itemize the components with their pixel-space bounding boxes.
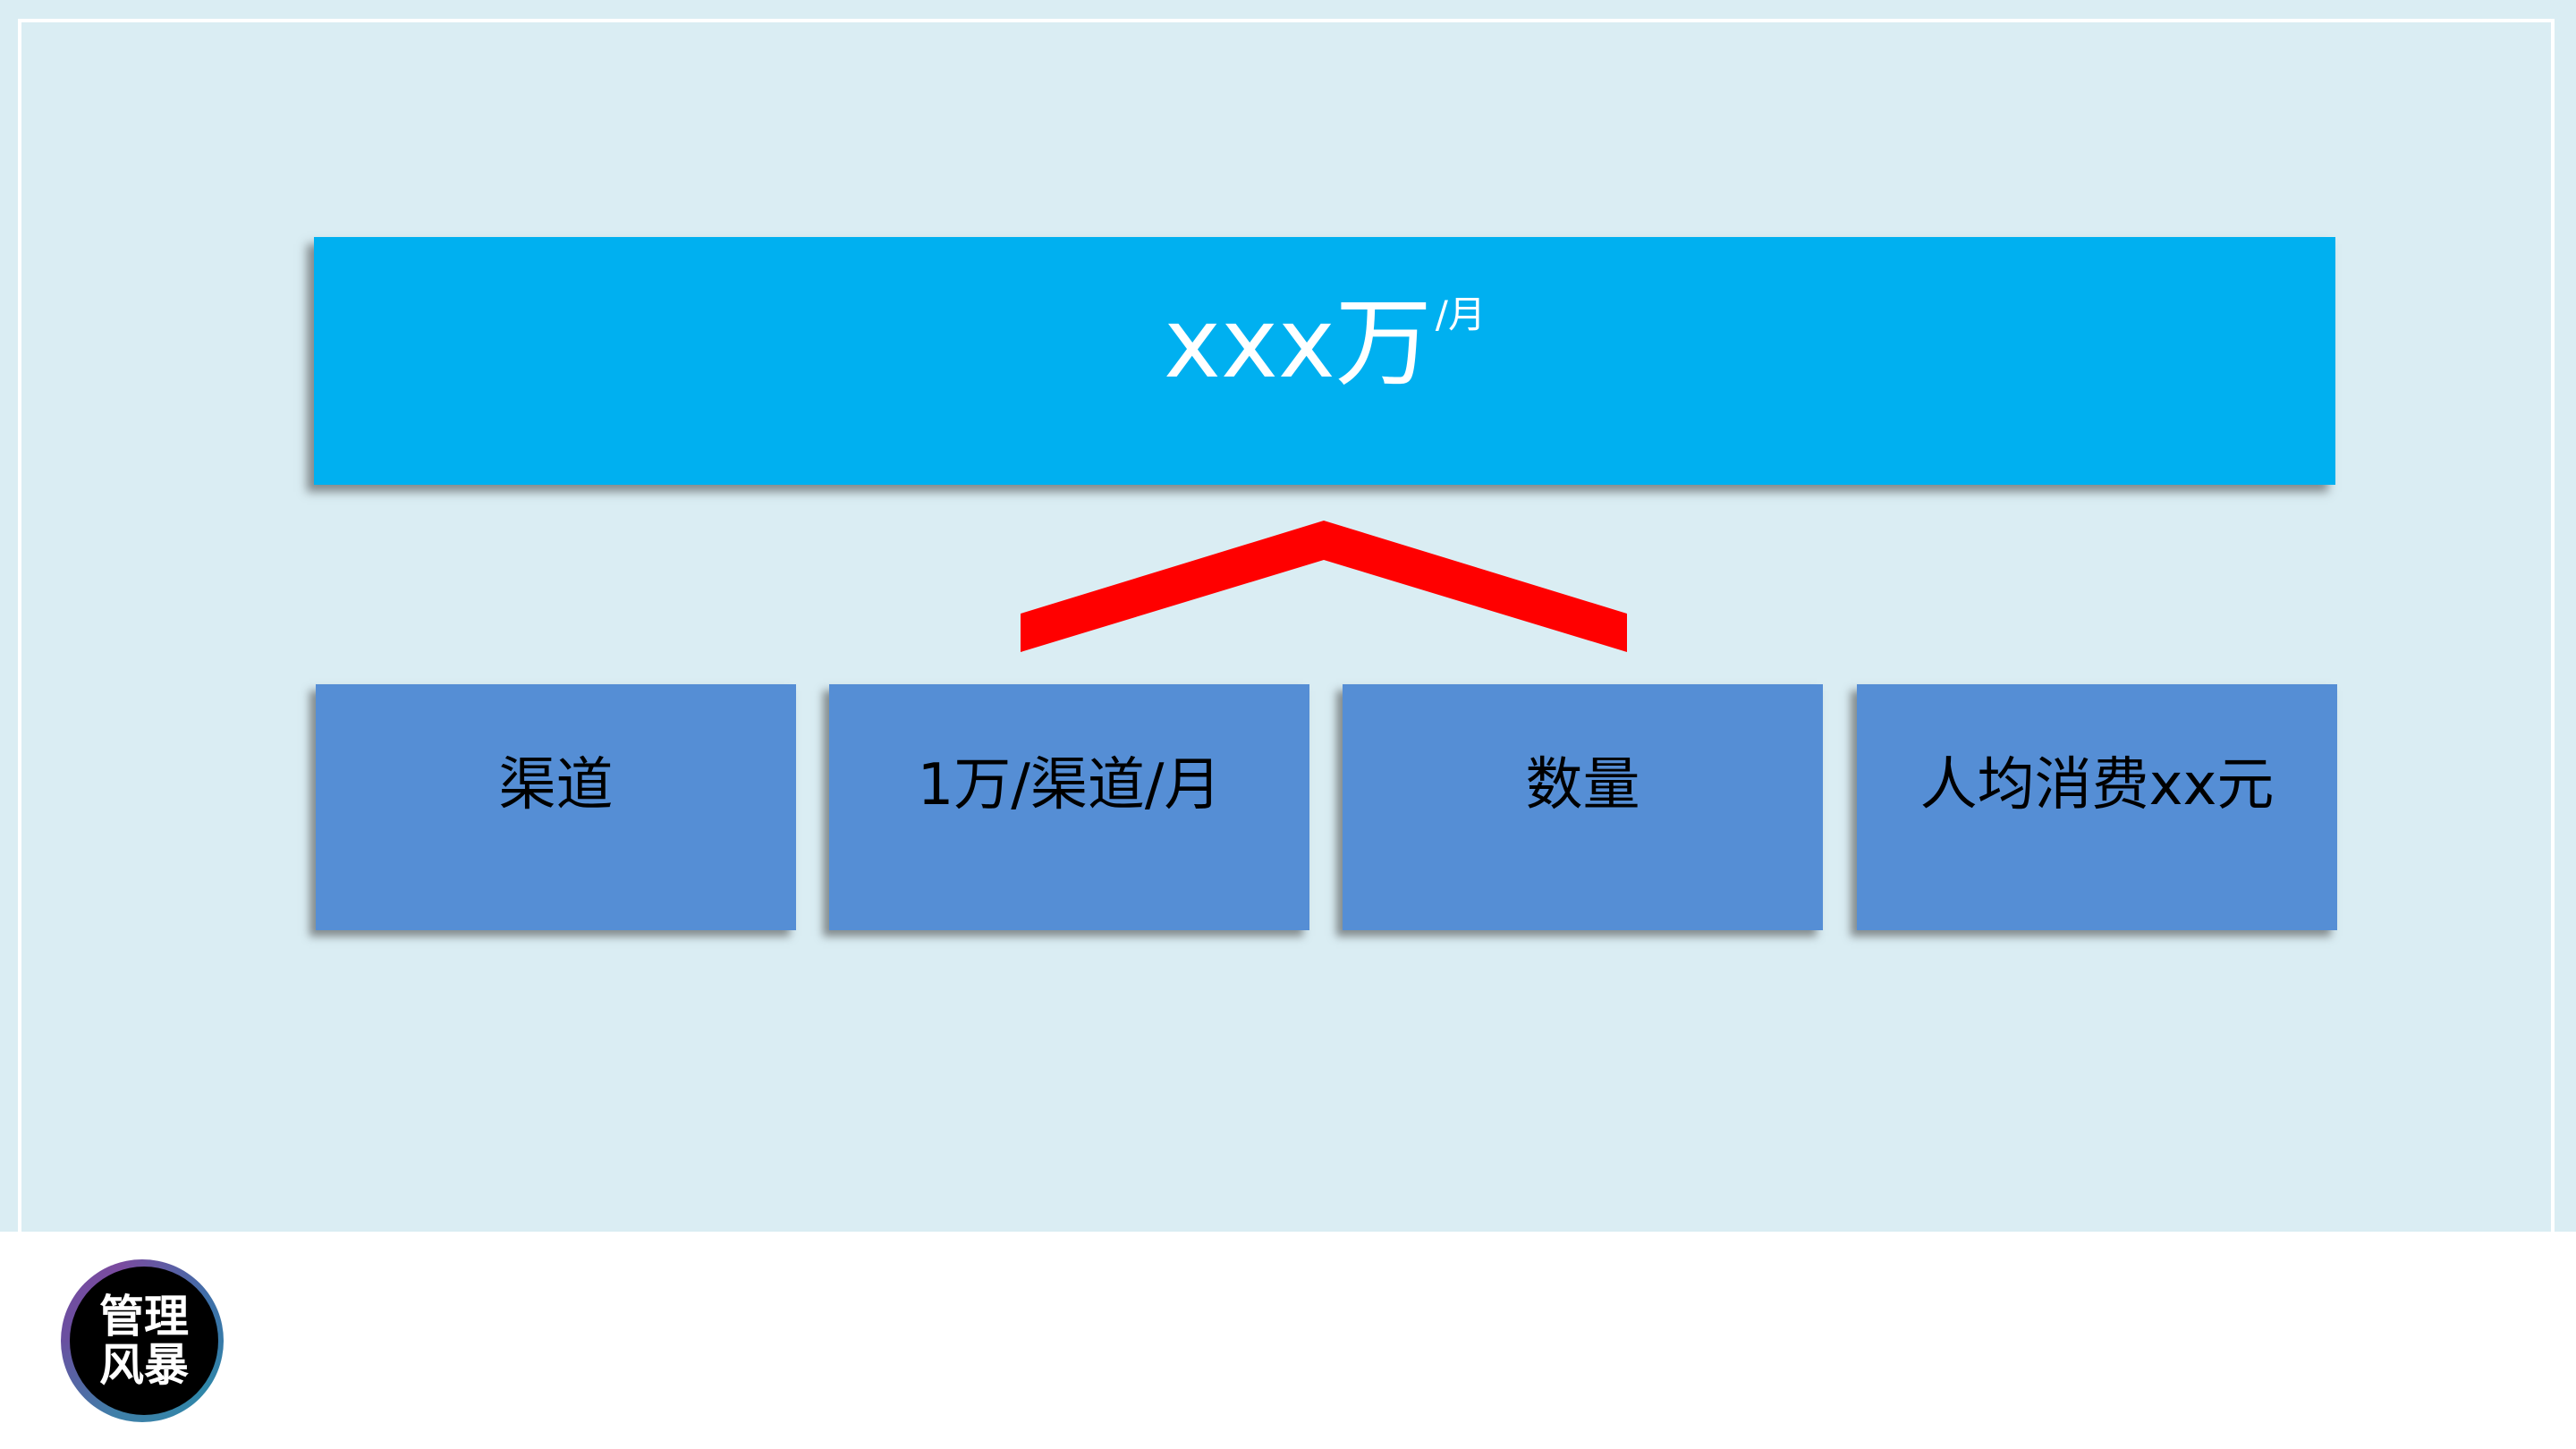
total-revenue-title: xxx万 /月 xyxy=(1164,287,1486,423)
slide-frame-border xyxy=(18,19,2555,1253)
brand-logo: 管理 风暴 xyxy=(61,1259,224,1422)
brand-logo-inner: 管理 风暴 xyxy=(70,1267,218,1415)
total-revenue-box: xxx万 /月 xyxy=(314,237,2335,485)
total-revenue-value: xxx万 xyxy=(1164,287,1432,400)
footer-area xyxy=(0,1232,2576,1449)
factor-box-per-channel-revenue: 1万/渠道/月 xyxy=(829,684,1309,930)
logo-text-line2: 风暴 xyxy=(99,1339,189,1391)
factor-box-channel: 渠道 xyxy=(316,684,796,930)
factor-label: 渠道 xyxy=(498,751,614,818)
total-revenue-unit: /月 xyxy=(1435,292,1486,336)
logo-text-line1: 管理 xyxy=(99,1291,189,1343)
factor-box-quantity: 数量 xyxy=(1343,684,1823,930)
factor-label: 1万/渠道/月 xyxy=(917,751,1222,818)
factor-box-avg-spend: 人均消费xx元 xyxy=(1857,684,2337,930)
factor-label: 人均消费xx元 xyxy=(1919,751,2275,818)
factor-label: 数量 xyxy=(1525,751,1640,818)
